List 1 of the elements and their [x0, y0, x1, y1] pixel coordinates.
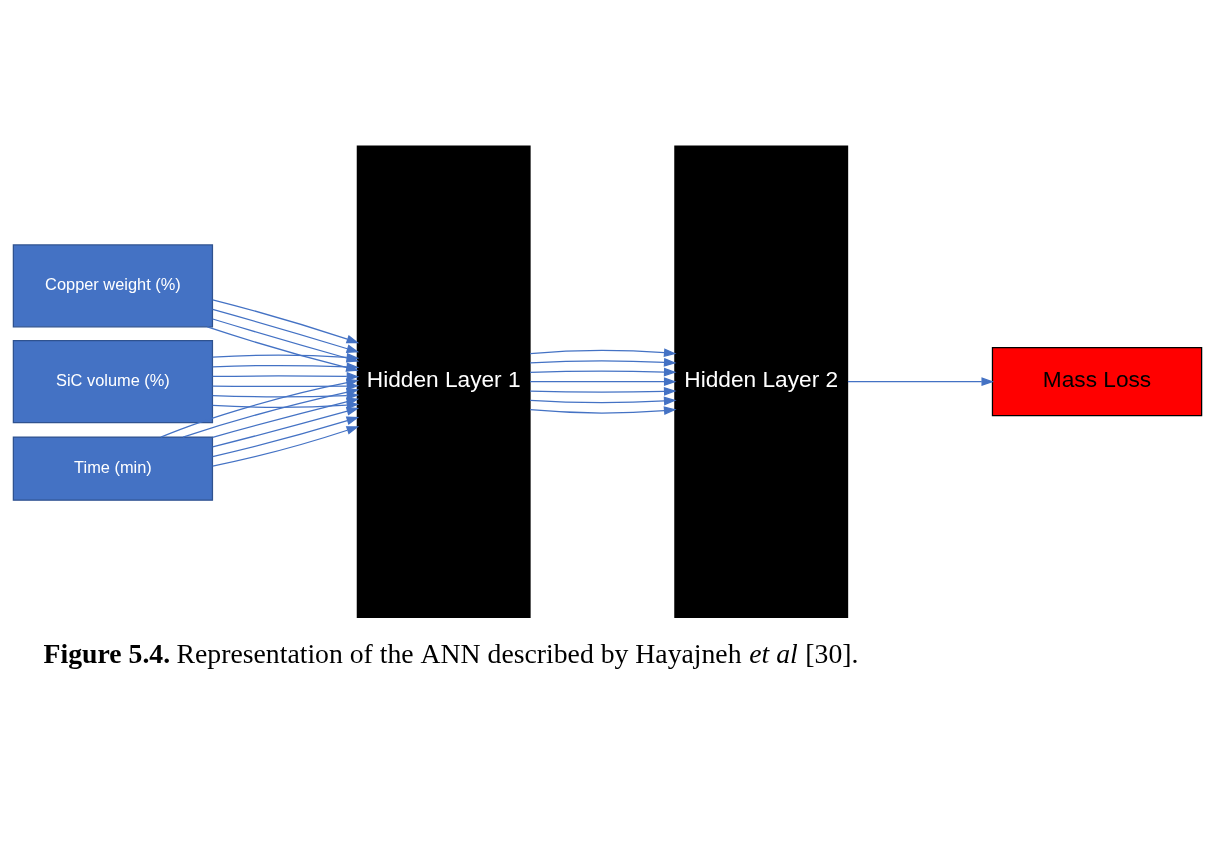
- caption: Figure 5.4. Representation of the ANN described by Hayajneh et al [30].: [43, 638, 859, 670]
